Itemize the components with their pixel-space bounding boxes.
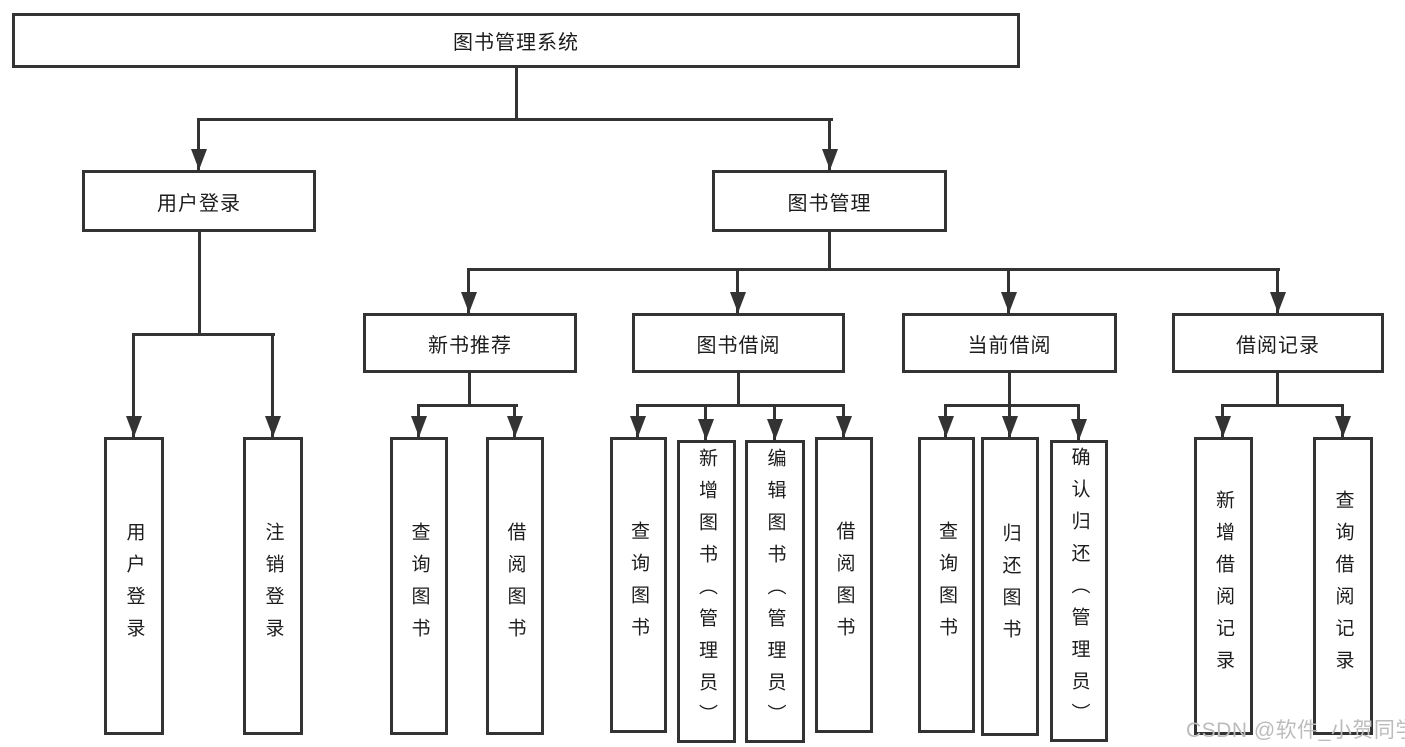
leaf-label: 查询图书	[408, 522, 430, 650]
leaf-label: 查询图书	[936, 521, 957, 649]
arrow-down-icon	[271, 333, 274, 437]
arrow-down-icon	[467, 268, 470, 313]
leaf-label: 归还图书	[999, 522, 1021, 651]
leaf-add-book-admin: 新增图书（管理员）	[677, 440, 736, 743]
arrow-down-icon	[736, 268, 739, 313]
node-root-label: 图书管理系统	[453, 32, 579, 54]
connector-group-bar	[944, 404, 1080, 407]
arrow-down-icon	[704, 404, 707, 440]
leaf-label: 用户登录	[123, 522, 145, 650]
leaf-query-borrow-record: 查询借阅记录	[1313, 437, 1373, 735]
leaf-edit-book-admin: 编辑图书（管理员）	[745, 440, 805, 743]
arrow-down-icon	[1077, 404, 1080, 440]
csdn-watermark: CSDN @软件_小贺同学	[1186, 719, 1405, 742]
node-book-borrow: 图书借阅	[632, 313, 845, 373]
leaf-borrow-books: 借阅图书	[486, 437, 544, 735]
leaf-query-books: 查询图书	[610, 437, 667, 733]
arrow-down-icon	[1276, 268, 1279, 313]
arrow-down-icon	[1221, 404, 1224, 437]
arrow-down-icon	[1008, 404, 1011, 437]
arrow-down-icon	[842, 404, 845, 437]
connector-user-login-stem	[198, 232, 201, 335]
connector-group-bar	[417, 404, 518, 407]
node-new-book-recommend-label: 新书推荐	[428, 334, 512, 357]
leaf-label: 注销登录	[262, 522, 284, 650]
arrow-down-icon	[636, 404, 639, 437]
arrow-down-icon	[1341, 404, 1344, 437]
connector-book-mgmt-stem	[828, 232, 831, 270]
connector-group-stem	[1276, 373, 1279, 406]
leaf-label: 借阅图书	[833, 521, 855, 649]
connector-root-bar	[197, 118, 833, 121]
leaf-borrow-books: 借阅图书	[815, 437, 873, 733]
node-current-borrow: 当前借阅	[902, 313, 1117, 373]
arrow-down-icon	[132, 333, 135, 437]
node-borrow-records-label: 借阅记录	[1236, 334, 1320, 357]
node-borrow-records: 借阅记录	[1172, 313, 1384, 373]
node-user-login-label: 用户登录	[157, 192, 241, 215]
connector-group-bar	[636, 404, 845, 407]
node-book-management-label: 图书管理	[787, 192, 872, 215]
node-book-borrow-label: 图书借阅	[696, 334, 781, 357]
node-book-management: 图书管理	[712, 170, 947, 232]
leaf-add-borrow-record: 新增借阅记录	[1194, 437, 1253, 735]
leaf-label: 借阅图书	[504, 522, 526, 650]
connector-root-stem	[515, 68, 518, 120]
node-current-borrow-label: 当前借阅	[967, 334, 1052, 357]
leaf-label: 确认归还（管理员）	[1068, 447, 1090, 735]
leaf-label: 查询图书	[628, 521, 649, 649]
arrow-down-icon	[773, 404, 776, 440]
arrow-down-icon	[944, 404, 947, 437]
arrow-down-icon	[513, 404, 516, 437]
node-root: 图书管理系统	[12, 13, 1020, 68]
connector-group-bar	[1221, 404, 1344, 407]
leaf-label: 编辑图书（管理员）	[764, 447, 786, 736]
leaf-return-book: 归还图书	[981, 437, 1039, 736]
connector-user-login-bar	[132, 333, 275, 336]
connector-group-stem	[737, 373, 740, 406]
leaf-label: 新增图书（管理员）	[696, 447, 717, 736]
leaf-user-login: 用户登录	[104, 437, 164, 735]
arrow-down-icon	[828, 118, 831, 170]
connector-group-stem	[468, 373, 471, 406]
leaf-confirm-return-admin: 确认归还（管理员）	[1050, 440, 1108, 742]
node-new-book-recommend: 新书推荐	[363, 313, 577, 373]
leaf-query-books: 查询图书	[390, 437, 448, 735]
leaf-query-books: 查询图书	[918, 437, 975, 733]
node-user-login: 用户登录	[82, 170, 316, 232]
connector-book-mgmt-bar	[467, 268, 1280, 271]
connector-group-stem	[1008, 373, 1011, 406]
leaf-logout: 注销登录	[243, 437, 303, 735]
leaf-label: 新增借阅记录	[1213, 490, 1234, 682]
leaf-label: 查询借阅记录	[1332, 490, 1354, 682]
arrow-down-icon	[1007, 268, 1010, 313]
arrow-down-icon	[417, 404, 420, 437]
arrow-down-icon	[197, 118, 200, 170]
